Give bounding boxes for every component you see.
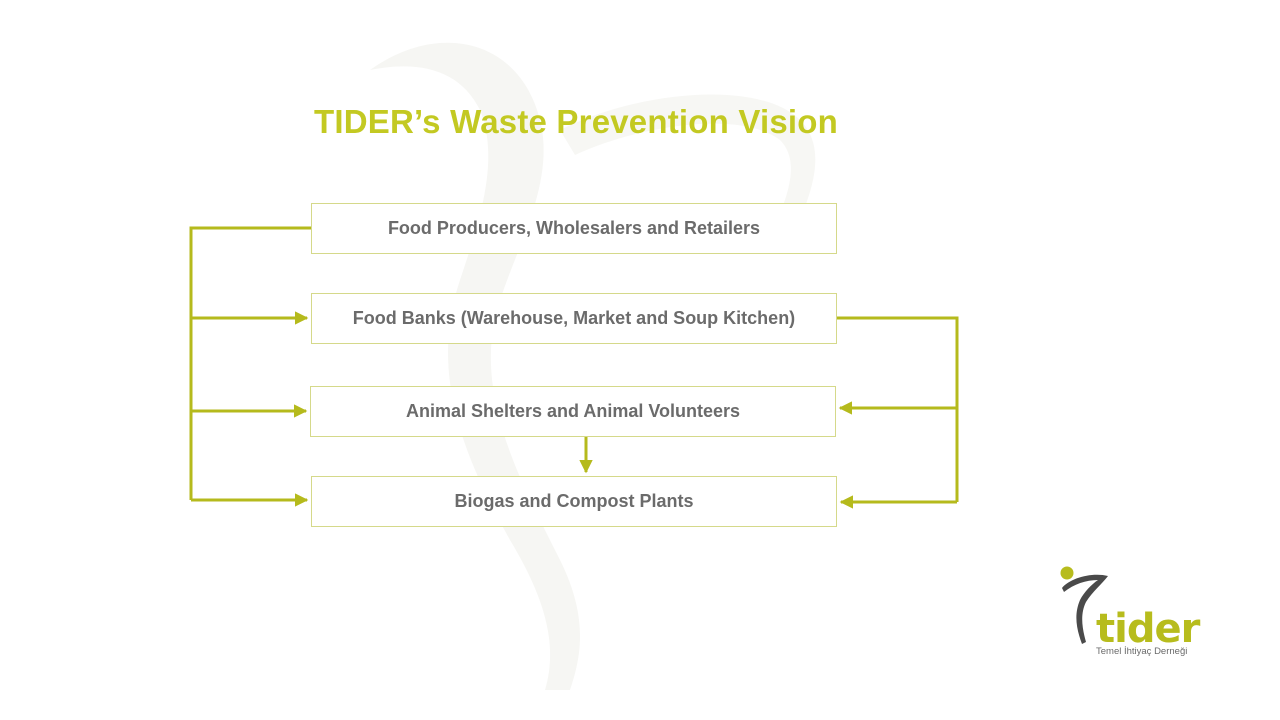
tider-wordmark: tider xyxy=(1096,606,1200,652)
connector-producers-to-left-bus xyxy=(189,226,311,500)
node-animal-shelters-label: Animal Shelters and Animal Volunteers xyxy=(405,401,741,421)
node-biogas-compost-label: Biogas and Compost Plants xyxy=(454,491,694,511)
node-food-banks: Food Banks (Warehouse, Market and Soup K… xyxy=(311,293,837,344)
node-food-producers-label: Food Producers, Wholesalers and Retailer… xyxy=(387,218,761,238)
tider-tagline: Temel İhtiyaç Derneği xyxy=(1096,646,1188,657)
node-food-producers: Food Producers, Wholesalers and Retailer… xyxy=(311,203,837,254)
connector-food-banks-to-right-bus xyxy=(837,316,959,502)
node-biogas-compost: Biogas and Compost Plants xyxy=(311,476,837,527)
node-animal-shelters: Animal Shelters and Animal Volunteers xyxy=(310,386,836,437)
node-food-banks-label: Food Banks (Warehouse, Market and Soup K… xyxy=(352,308,796,328)
diagram-title: TIDER’s Waste Prevention Vision xyxy=(314,103,838,140)
tider-figure-icon xyxy=(1060,566,1108,644)
tider-logo: tider Temel İhtiyaç Derneği xyxy=(1056,562,1200,662)
